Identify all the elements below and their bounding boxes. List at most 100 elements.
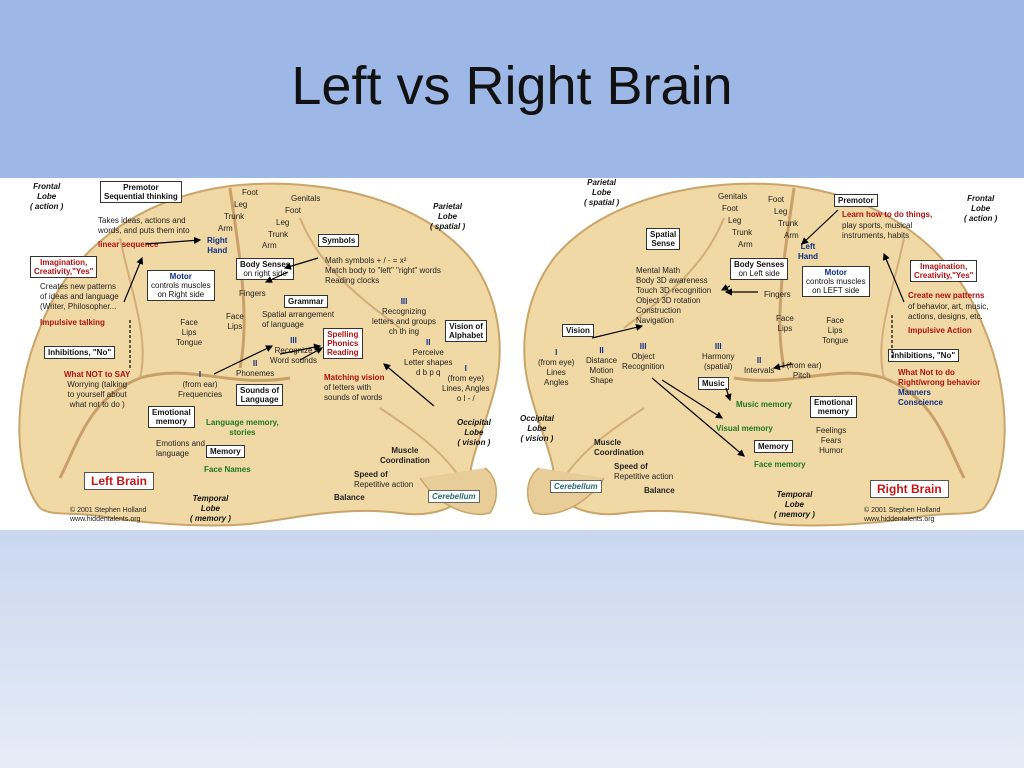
visual-memory-text: Visual memory [716,424,773,433]
impulsive-talking-text: Impulsive talking [40,318,105,327]
language-memory-text: Language memory,stories [206,418,279,437]
balance-text: Balance [334,493,365,502]
fingers-text: Fingers [239,289,266,298]
right-brain-label: Right Brain [870,480,949,498]
cerebellum-label: Cerebellum [428,490,480,503]
grammar-box: Grammar [284,295,328,308]
left-brain-label: Left Brain [84,472,155,490]
left-arrows [123,236,435,407]
linear-sequence-text: linear sequence [98,240,159,249]
homunculus-trunk-2: Trunk [268,230,289,239]
create-patterns-text: Create new patterns [908,291,985,300]
balance-text-right: Balance [644,486,675,495]
homunculus-arm-2: Arm [262,241,277,250]
homunculus-foot-right: Foot [722,204,739,213]
slide-title: Left vs Right Brain [291,56,733,116]
learn-text: Learn how to do things, [842,210,933,219]
imagination-box: Imagination,Creativity,"Yes" [30,256,98,278]
music-memory-text: Music memory [736,400,793,409]
homunculus-foot-2: Foot [285,206,302,215]
homunculus-genitals-right: Genitals [718,192,748,201]
homunculus-trunk-right-2: Trunk [778,219,799,228]
homunculus-trunk: Trunk [224,212,245,221]
homunculus-genitals: Genitals [291,194,321,203]
homunculus-leg: Leg [234,200,248,209]
face-memory-text: Face memory [754,460,806,469]
homunculus-foot: Foot [242,188,259,197]
fingers-text-right: Fingers [764,290,791,299]
symbols-box: Symbols [318,234,360,247]
homunculus-leg-right-2: Leg [774,207,788,216]
motor-box: Motor controls muscles on Right side [147,270,215,301]
memory-box: Memory [206,445,245,458]
imagination-box-right: Imagination,Creativity,"Yes" [910,260,978,282]
motor-box-right: Motor controls muscles on LEFT side [802,266,870,297]
premotor-box-right: Premotor [834,194,878,207]
right-brain-illustration [523,182,1006,527]
music-box: Music [698,377,729,390]
create-patterns-detail: of behavior, art, music,actions, designs… [908,302,989,321]
homunculus-arm-right: Arm [738,240,753,249]
homunculus-leg-2: Leg [276,218,290,227]
inhibitions-box-right: Inhibitions, "No" [888,349,960,362]
inhibitions-box: Inhibitions, "No" [44,346,116,359]
face-names-text: Face Names [204,465,251,474]
homunculus-arm: Arm [218,224,233,233]
homunculus-trunk-right: Trunk [732,228,753,237]
vision-box: Vision [562,324,594,337]
homunculus-foot-right-2: Foot [768,195,785,204]
impulsive-action-text: Impulsive Action [908,326,972,335]
right-arrows [591,209,905,457]
